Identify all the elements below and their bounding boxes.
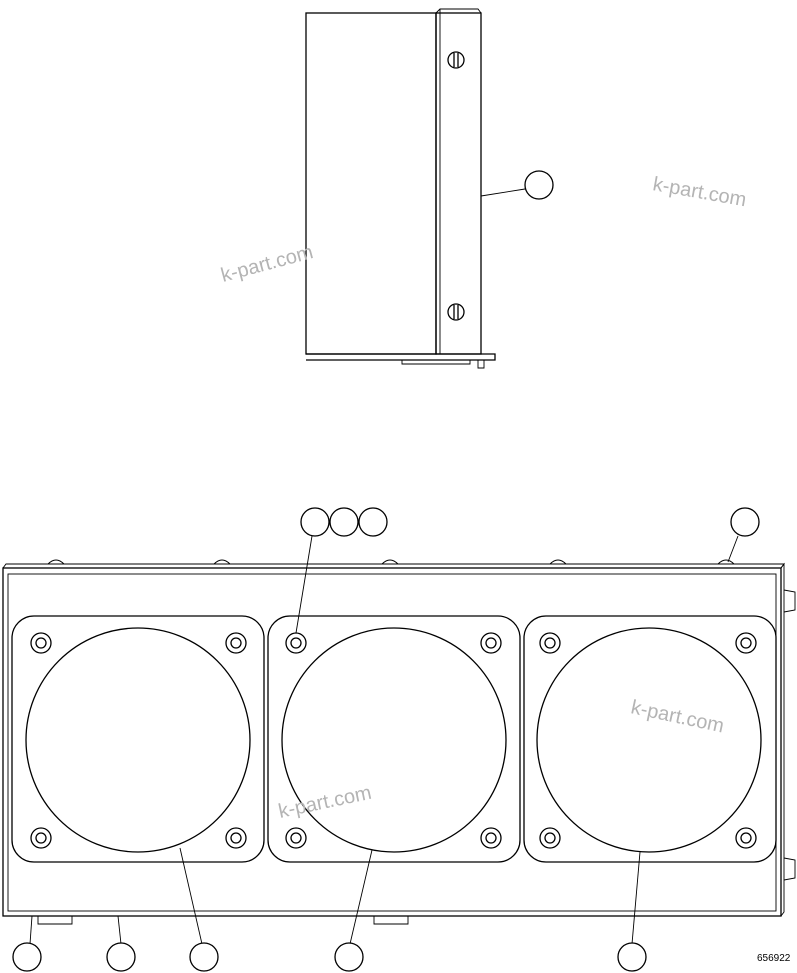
callout-side-view xyxy=(524,170,554,200)
screw-icon xyxy=(447,51,465,69)
bolt-icon xyxy=(480,632,502,654)
callout-top-2 xyxy=(329,507,359,537)
screw-icon xyxy=(447,303,465,321)
fan-right xyxy=(523,615,777,863)
watermark: k-part.com xyxy=(629,696,726,737)
figure-number: 656922 xyxy=(757,953,791,964)
fan-center xyxy=(267,615,521,863)
watermark: k-part.com xyxy=(651,173,748,211)
bolt-icon xyxy=(285,827,307,849)
housing-inner xyxy=(7,573,777,912)
bolt-icon xyxy=(225,632,247,654)
bolt-icon xyxy=(285,632,307,654)
callout-bottom-4 xyxy=(334,942,364,972)
bolt-icon xyxy=(225,827,247,849)
watermark: k-part.com xyxy=(219,241,316,287)
fan-left xyxy=(11,615,265,863)
bolt-icon xyxy=(30,827,52,849)
bolt-icon xyxy=(30,632,52,654)
housing-outer xyxy=(2,567,782,917)
callout-bottom-5 xyxy=(617,942,647,972)
callout-top-right xyxy=(730,507,760,537)
bolt-icon xyxy=(539,827,561,849)
bolt-icon xyxy=(539,632,561,654)
callout-bottom-3 xyxy=(189,942,219,972)
callout-bottom-1 xyxy=(12,942,42,972)
side-view-body xyxy=(305,12,437,355)
fan-assembly xyxy=(2,507,796,972)
bolt-icon xyxy=(480,827,502,849)
callout-top-3 xyxy=(358,507,388,537)
watermark: k-part.com xyxy=(276,782,373,823)
bolt-icon xyxy=(735,632,757,654)
callout-bottom-2 xyxy=(106,942,136,972)
side-view xyxy=(305,8,554,369)
callout-top-1 xyxy=(300,507,330,537)
bolt-icon xyxy=(735,827,757,849)
